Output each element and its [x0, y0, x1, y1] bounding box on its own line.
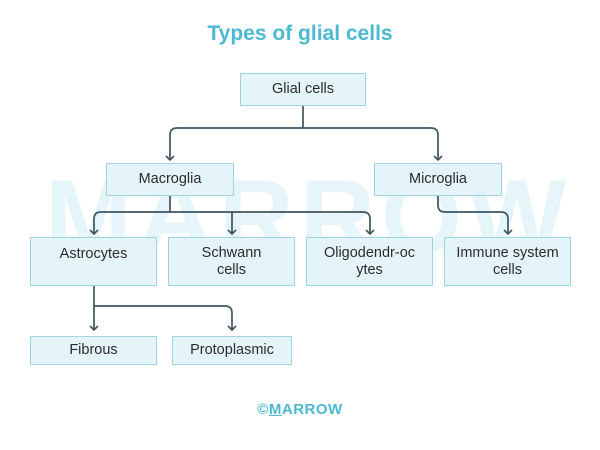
node-schwann-cells: Schwann cells — [168, 237, 295, 286]
connector-root-to-macroglia — [170, 128, 303, 160]
node-protoplasmic-label: Protoplasmic — [190, 342, 274, 359]
copyright-symbol: © — [257, 401, 269, 418]
diagram-title: Types of glial cells — [0, 22, 600, 46]
node-fibrous: Fibrous — [30, 336, 157, 365]
brand-initial: M — [269, 401, 282, 418]
node-astrocytes-label: Astrocytes — [60, 246, 128, 263]
node-microglia: Microglia — [374, 163, 502, 196]
node-microglia-label: Microglia — [409, 171, 467, 188]
node-macroglia: Macroglia — [106, 163, 234, 196]
connector-astrocytes-to-protoplasmic — [94, 306, 232, 330]
node-immune-system-cells: Immune system cells — [444, 237, 571, 286]
connector-macroglia-to-oligodendrocytes — [170, 212, 370, 234]
node-glial-cells-label: Glial cells — [272, 81, 334, 98]
connector-macroglia-to-astrocytes — [94, 212, 170, 234]
node-immune-system-cells-label: Immune system cells — [453, 245, 562, 279]
node-schwann-cells-label: Schwann cells — [189, 245, 274, 279]
footer-brand: ©MARROW — [0, 401, 600, 418]
node-astrocytes: Astrocytes — [30, 237, 157, 286]
node-macroglia-label: Macroglia — [139, 171, 202, 188]
connector-root-to-microglia — [303, 128, 438, 160]
node-glial-cells: Glial cells — [240, 73, 366, 106]
node-oligodendrocytes-label: Oligodendr-ocytes — [322, 245, 418, 279]
brand-name-rest: ARROW — [282, 401, 343, 418]
node-oligodendrocytes: Oligodendr-ocytes — [306, 237, 433, 286]
node-fibrous-label: Fibrous — [69, 342, 117, 359]
connector-microglia-to-immune — [438, 196, 508, 234]
node-protoplasmic: Protoplasmic — [172, 336, 292, 365]
